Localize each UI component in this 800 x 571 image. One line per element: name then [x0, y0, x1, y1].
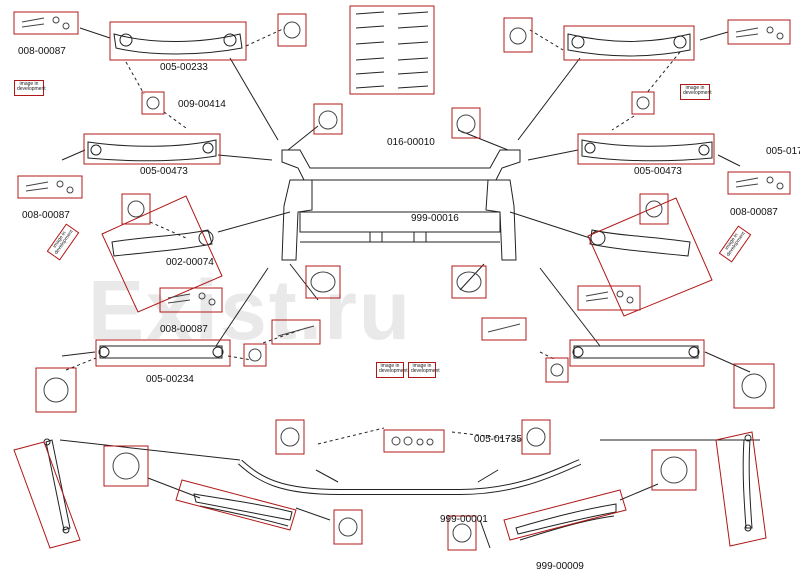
image-placeholder-tag: image in development: [680, 84, 712, 100]
part-label-008-00087-c[interactable]: 008-00087: [730, 207, 778, 218]
part-label-009-00414[interactable]: 009-00414: [178, 99, 226, 110]
part-label-005-017[interactable]: 005-017: [766, 146, 800, 157]
part-label-002-00074[interactable]: 002-00074: [166, 257, 214, 268]
part-label-005-00473-right[interactable]: 005-00473: [634, 166, 682, 177]
part-label-005-00234[interactable]: 005-00234: [146, 374, 194, 385]
part-label-005-01735[interactable]: 005-01735: [474, 434, 522, 445]
part-label-005-00233[interactable]: 005-00233: [160, 62, 208, 73]
part-label-999-00001[interactable]: 999-00001: [440, 514, 488, 525]
part-label-008-00087[interactable]: 008-00087: [18, 46, 66, 57]
part-label-016-00010[interactable]: 016-00010: [387, 137, 435, 148]
part-label-999-00016[interactable]: 999-00016: [411, 213, 459, 224]
part-label-008-00087-b[interactable]: 008-00087: [22, 210, 70, 221]
image-placeholder-tag: image in development: [408, 362, 440, 378]
part-label-999-00009[interactable]: 999-00009: [536, 561, 584, 571]
part-label-008-00087-d[interactable]: 008-00087: [160, 324, 208, 335]
image-placeholder-tag: image in development: [376, 362, 408, 378]
image-placeholder-tag: image in development: [14, 80, 46, 96]
part-label-005-00473-left[interactable]: 005-00473: [140, 166, 188, 177]
